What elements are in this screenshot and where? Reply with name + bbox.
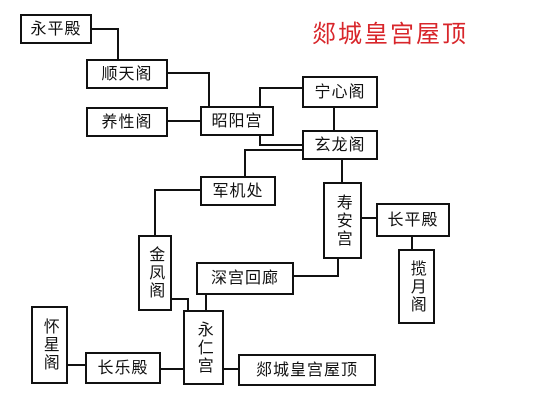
node-shuntian: 顺天阁 — [86, 59, 168, 89]
node-label: 顺天阁 — [101, 63, 153, 83]
node-zhaoyang: 昭阳宫 — [200, 106, 274, 136]
node-label: 宁心阁 — [314, 81, 366, 101]
node-label: 玄龙阁 — [314, 134, 366, 154]
node-yangxing: 养性阁 — [86, 107, 168, 137]
link-yongping-shuntian — [92, 28, 119, 60]
node-label: 军机处 — [212, 180, 264, 200]
node-junji: 军机处 — [200, 176, 276, 206]
node-label: 揽月阁 — [407, 259, 427, 314]
node-ningxin: 宁心阁 — [302, 76, 378, 108]
link-zhaoyang-xuanlong — [259, 134, 302, 146]
link-junji-jinfeng — [154, 189, 200, 236]
node-lanyue: 揽月阁 — [398, 249, 435, 324]
node-label: 永平殿 — [30, 18, 82, 38]
node-label: 长平殿 — [387, 209, 439, 229]
node-changle: 长乐殿 — [85, 352, 161, 384]
node-tancheng: 郯城皇宫屋顶 — [238, 354, 376, 386]
link-xuanlong-junji — [244, 149, 302, 177]
node-jinfeng: 金凤阁 — [138, 235, 172, 311]
link-shuntian-zhaoyang — [168, 72, 210, 107]
node-shouan: 寿安宫 — [323, 182, 362, 259]
node-label: 金凤阁 — [146, 246, 166, 300]
node-label: 寿安宫 — [333, 193, 353, 248]
node-label: 长乐殿 — [97, 357, 149, 377]
node-label: 怀星阁 — [40, 318, 60, 372]
link-jinfeng-yongren — [170, 298, 189, 311]
node-shengong: 深宫回廊 — [196, 262, 294, 295]
link-zhaoyang-ningxin — [259, 87, 302, 107]
node-label: 深宫回廊 — [210, 268, 279, 288]
node-yongping: 永平殿 — [20, 14, 92, 44]
node-label: 郯城皇宫屋顶 — [255, 359, 358, 379]
node-huaixing: 怀星阁 — [31, 306, 68, 384]
node-label: 养性阁 — [101, 111, 153, 131]
link-shouan-shengong — [294, 258, 339, 277]
node-xuanlong: 玄龙阁 — [302, 130, 378, 160]
node-changping: 长平殿 — [376, 203, 450, 237]
diagram-title: 郯城皇宫屋顶 — [312, 20, 468, 48]
node-yongren: 永仁宫 — [183, 310, 224, 385]
node-label: 昭阳宫 — [211, 110, 263, 130]
node-label: 永仁宫 — [194, 320, 214, 375]
